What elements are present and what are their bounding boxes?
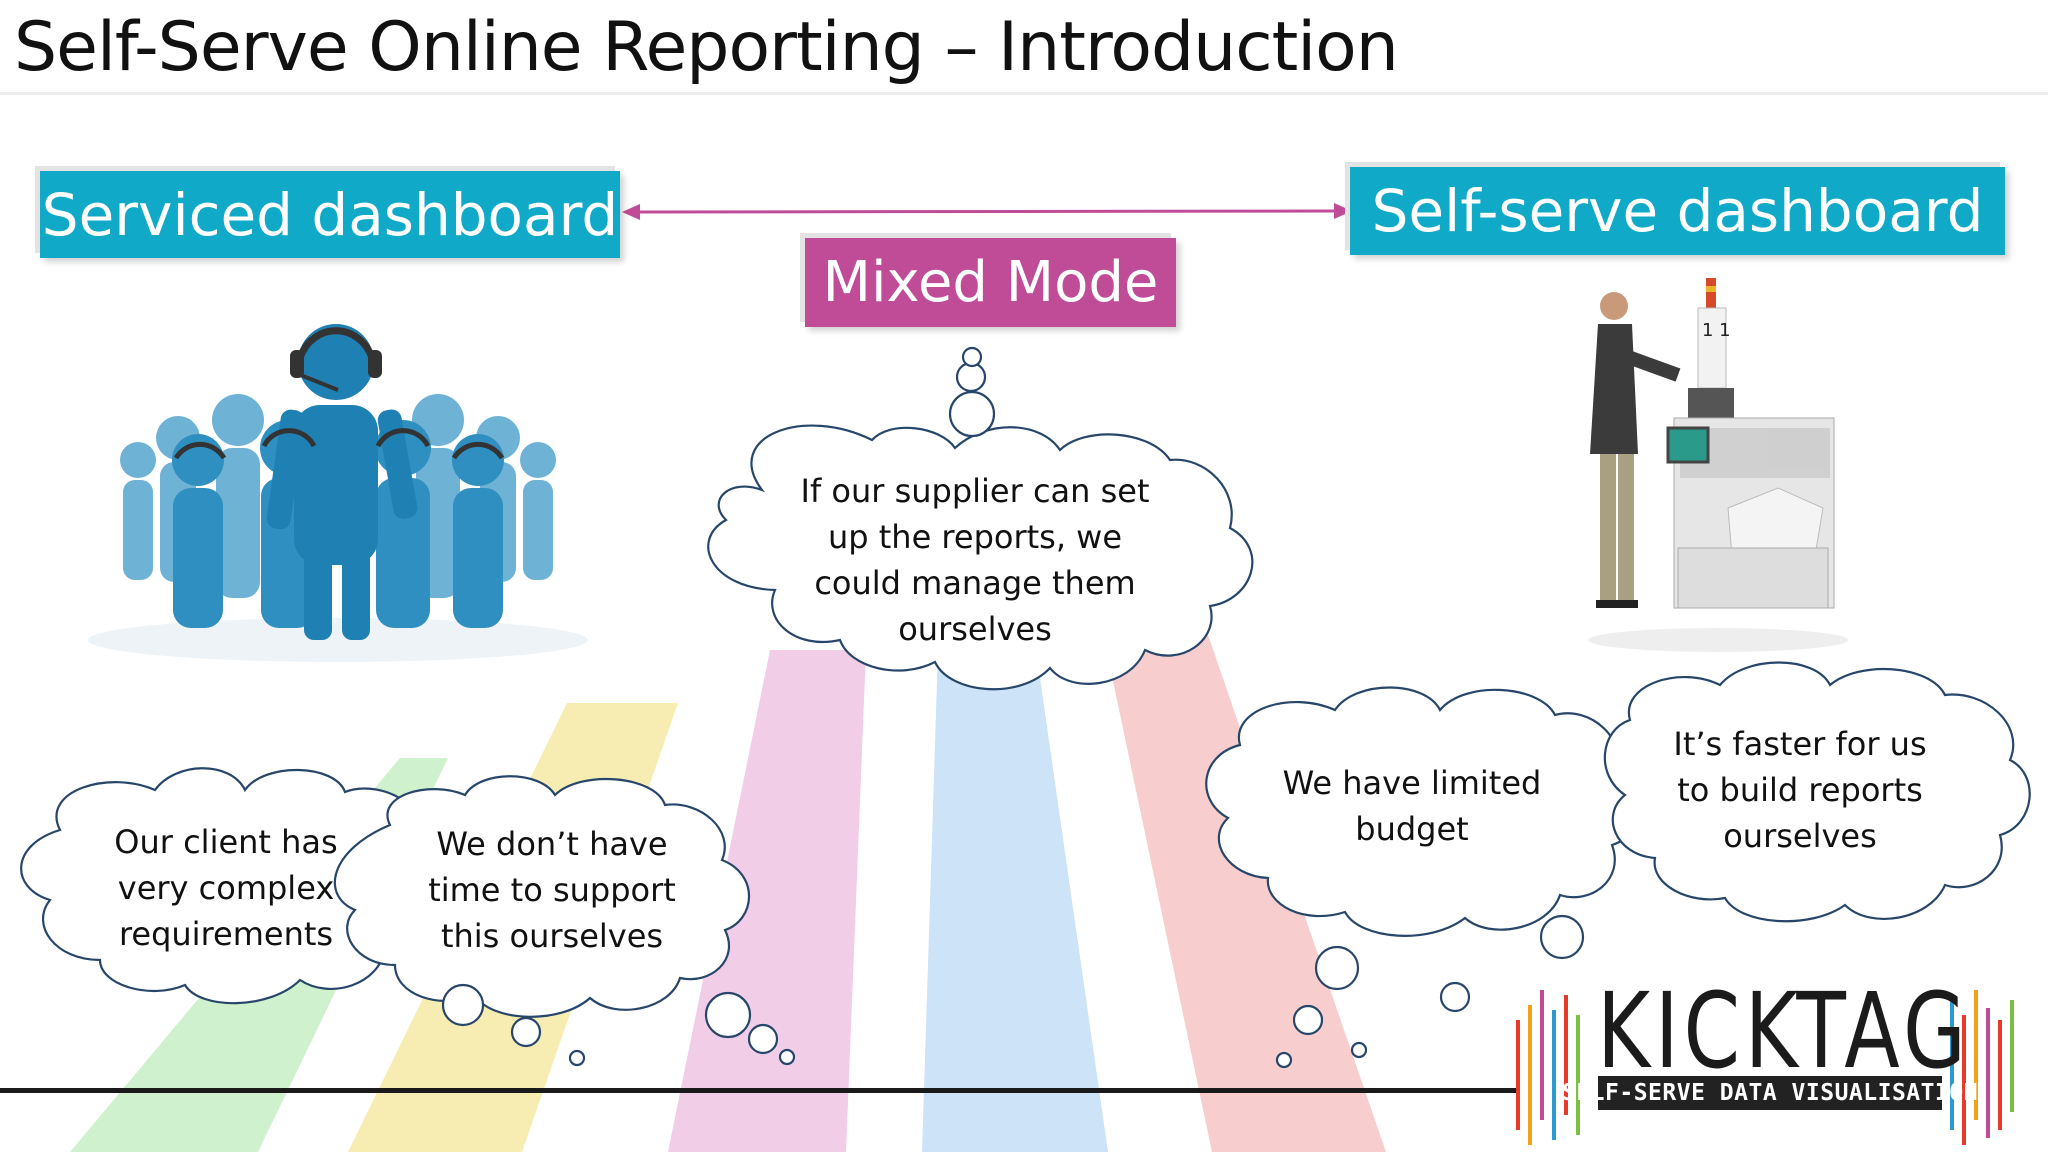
bubble-line: If our supplier can set [800,472,1150,510]
bubble-line: this ourselves [440,917,664,955]
arrow-head-left [622,204,640,220]
footer-rule [0,1088,1520,1093]
bubble-dot [510,1016,542,1048]
slide-title: Self-Serve Online Reporting – Introducti… [14,8,1399,87]
support-team-illustration [88,324,588,662]
bubble-dot [441,983,485,1027]
bubble-line: time to support [428,871,676,909]
bubble-dot [747,1023,779,1055]
serviced-dashboard-label: Serviced dashboard [40,171,620,258]
bubble-line: ourselves [898,610,1052,648]
stripe-blue [922,650,1108,1152]
bubble-line: We have limited [1282,764,1542,802]
bubble-line: could manage them [814,564,1136,602]
bubble-line: requirements [118,915,334,953]
logo-wordmark: KICKTAG [1597,970,1971,1092]
self-checkout-illustration: 1 1 [1588,278,1848,652]
svg-text:1 1: 1 1 [1702,320,1731,341]
cloud-budget [1205,686,1641,937]
bubble-text-complex: Our client has very complex requirements [86,818,366,958]
cloud-faster [1603,661,2031,923]
bubble-dot [704,991,752,1039]
title-divider [0,92,2048,95]
bubble-dot [1439,981,1471,1013]
arrow-head-right [1334,203,1352,219]
bubble-dot [1275,1051,1293,1069]
bubble-line: ourselves [1723,817,1877,855]
cloud-time [333,775,750,1018]
bubble-line: to build reports [1677,771,1923,809]
bubble-text-faster: It’s faster for us to build reports ours… [1660,720,1940,860]
bubble-dot [778,1048,796,1066]
double-arrow [622,203,1352,220]
bubble-dot [1292,1004,1324,1036]
mixed-mode-label: Mixed Mode [805,238,1176,327]
self-serve-dashboard-label: Self-serve dashboard [1350,167,2005,255]
cloud-mixed [707,424,1254,691]
bubble-text-budget: We have limited budget [1262,758,1562,854]
bubble-dot [1539,914,1585,960]
bubble-line: up the reports, we [827,518,1123,556]
bubble-line: Our client has [114,823,338,861]
bubble-dot [1350,1041,1368,1059]
bubble-line: We don’t have [436,825,668,863]
bubble-text-time: We don’t have time to support this ourse… [402,820,702,960]
bubble-text-mixed: If our supplier can set up the reports, … [760,468,1190,652]
bubble-dot [961,346,983,368]
bubble-dot [568,1049,586,1067]
bubble-line: budget [1355,810,1469,848]
bubble-dot [1314,945,1360,991]
bubble-line: very complex [117,869,335,907]
logo-tagline: SELF-SERVE DATA VISUALISATION [1562,1076,1978,1110]
bubble-line: It’s faster for us [1673,725,1927,763]
